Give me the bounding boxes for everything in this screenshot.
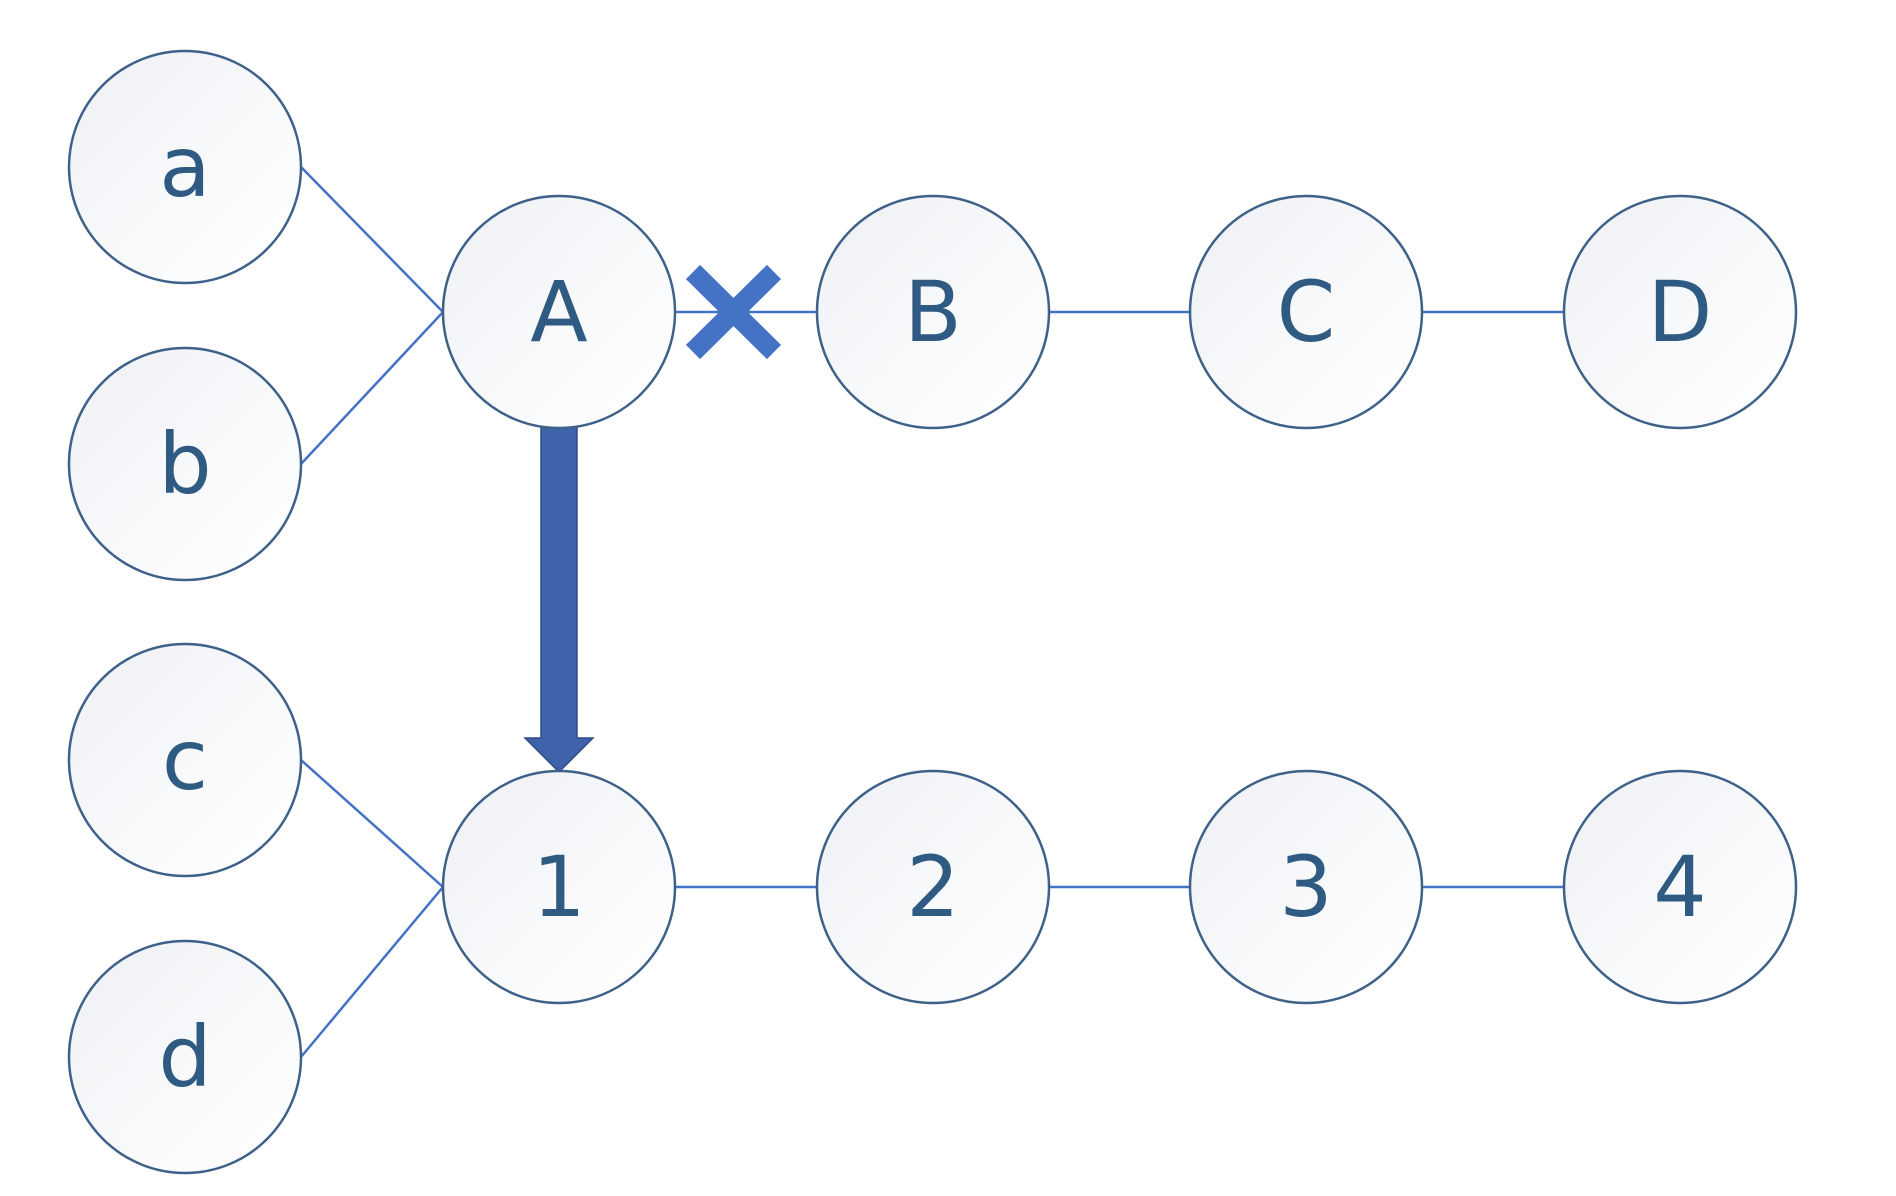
edge-a-A (300, 166, 444, 313)
node-3-label: 3 (1279, 838, 1332, 936)
node-4-label: 4 (1653, 838, 1706, 936)
node-d-label: d (158, 1008, 211, 1106)
node-2-label: 2 (906, 838, 959, 936)
broken-link-cross-icon (685, 264, 782, 360)
edges (300, 166, 1564, 1058)
node-1-label: 1 (532, 838, 585, 936)
node-c: c (67, 642, 303, 878)
node-c-label: c (162, 711, 208, 809)
node-D-label: D (1648, 263, 1713, 361)
node-a-label: a (159, 118, 210, 216)
node-A: A (441, 194, 677, 430)
node-C: C (1188, 194, 1424, 430)
node-B: B (815, 194, 1051, 430)
node-a: a (67, 49, 303, 285)
node-b-label: b (158, 415, 211, 513)
node-d: d (67, 939, 303, 1175)
node-B-label: B (904, 263, 962, 361)
node-A-label: A (530, 263, 587, 361)
node-3: 3 (1188, 769, 1424, 1005)
edge-c-1 (300, 759, 444, 888)
node-2: 2 (815, 769, 1051, 1005)
node-4: 4 (1562, 769, 1798, 1005)
edge-d-1 (300, 886, 444, 1058)
node-C-label: C (1277, 263, 1336, 361)
node-1: 1 (441, 769, 677, 1005)
node-D: D (1562, 194, 1798, 430)
edge-b-A (300, 311, 444, 465)
node-b: b (67, 346, 303, 582)
migration-arrow (523, 425, 595, 774)
